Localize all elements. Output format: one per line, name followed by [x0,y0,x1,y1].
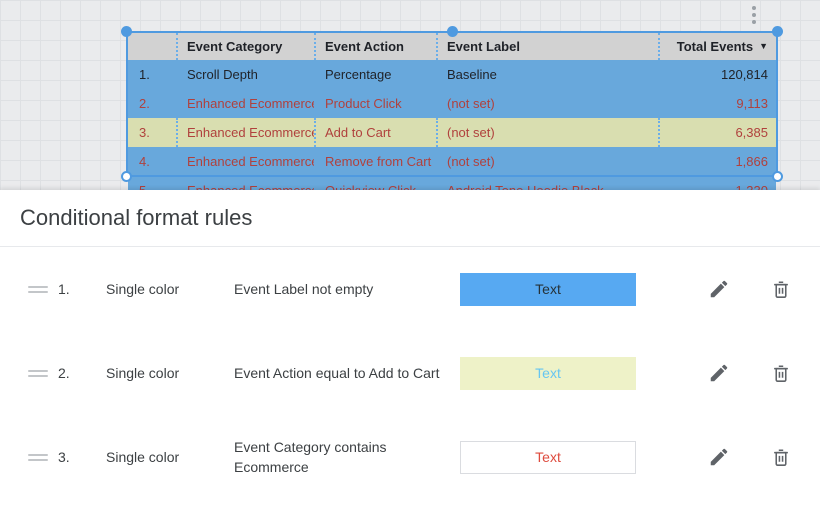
header-event-action[interactable]: Event Action [314,33,436,60]
cell-event-action: Remove from Cart [325,154,432,169]
cell-event-label: Baseline [447,67,497,82]
rule-condition: Event Action equal to Add to Cart [234,364,440,381]
rule-index: 1. [58,281,70,297]
cell-event-label: Android Tone Hoodie Black [436,176,658,190]
pencil-icon [710,280,728,298]
cell-row-number: 2. [139,96,150,111]
cell-total-events: 1,330 [658,176,776,190]
trash-icon [774,449,788,466]
cell-total-events: 6,385 [658,118,776,147]
cell-event-category: Scroll Depth [187,67,258,82]
panel-title: Conditional format rules [0,190,820,247]
cell-row-number: 3. [139,125,150,140]
cell-total-events: 120,814 [721,67,768,82]
rule-index: 3. [58,449,70,465]
cell-event-action: Percentage [325,67,392,82]
format-rule-row: 3. Single color Event Category contains … [0,415,820,499]
rule-color-swatch[interactable]: Text [460,440,636,474]
cell-event-category: Enhanced Ecommerce [176,118,314,147]
header-event-category[interactable]: Event Category [176,33,314,60]
header-total-events-label: Total Events [676,39,754,54]
report-canvas[interactable]: Event Category Event Action Event Label … [0,0,820,190]
trash-icon [774,281,788,298]
format-rule-row: 2. Single color Event Action equal to Ad… [0,331,820,415]
data-table[interactable]: Event Category Event Action Event Label … [128,33,776,190]
drag-handle-icon[interactable] [28,283,48,296]
drag-handle-icon[interactable] [28,367,48,380]
edit-rule-button[interactable] [708,362,730,384]
resize-handle-top-left[interactable] [121,26,132,37]
pencil-icon [710,364,728,382]
cell-event-category: Enhanced Ecommerce [176,176,314,190]
cell-event-category: Enhanced Ecommerce [187,96,314,111]
format-rule-row: 1. Single color Event Label not empty Te… [0,247,820,331]
trash-icon [774,365,788,382]
table-row[interactable]: 2. Enhanced Ecommerce Product Click (not… [128,89,776,118]
rule-type: Single color [106,365,180,381]
rule-condition: Event Label not empty [234,280,374,297]
delete-rule-button[interactable] [770,446,792,468]
more-options-kebab-icon[interactable] [749,6,759,32]
cell-event-label: (not set) [447,154,495,169]
rule-color-swatch[interactable]: Text [460,356,636,390]
resize-handle-top-middle[interactable] [447,26,458,37]
delete-rule-button[interactable] [770,278,792,300]
rule-color-swatch[interactable]: Text [460,272,636,306]
resize-handle-bottom-right[interactable] [772,171,783,182]
rule-index: 2. [58,365,70,381]
cell-event-label: (not set) [447,96,495,111]
sort-desc-icon: ▼ [759,41,768,51]
cell-event-category: Enhanced Ecommerce [187,154,314,169]
cell-event-action: Quickview Click [314,176,436,190]
table-header-row[interactable]: Event Category Event Action Event Label … [128,33,776,60]
conditional-format-panel: Conditional format rules 1. Single color… [0,190,820,524]
delete-rule-button[interactable] [770,362,792,384]
table-row[interactable]: 4. Enhanced Ecommerce Remove from Cart (… [128,147,776,176]
cell-row-number: 1. [139,67,150,82]
cell-total-events: 1,866 [735,154,768,169]
rule-type: Single color [106,281,180,297]
pencil-icon [710,448,728,466]
edit-rule-button[interactable] [708,278,730,300]
cell-total-events: 9,113 [736,96,768,111]
cell-row-number: 5. [128,176,176,190]
cell-event-action: Product Click [325,96,402,111]
rule-condition: Event Category contains Ecommerce [234,438,387,475]
cell-event-label: (not set) [436,118,658,147]
resize-handle-bottom-left[interactable] [121,171,132,182]
cell-event-action: Add to Cart [314,118,436,147]
rule-type: Single color [106,449,180,465]
resize-handle-top-right[interactable] [772,26,783,37]
header-event-label[interactable]: Event Label [436,33,658,60]
header-total-events[interactable]: Total Events ▼ [658,33,776,60]
cell-row-number: 4. [139,154,150,169]
table-row-highlighted[interactable]: 3. Enhanced Ecommerce Add to Cart (not s… [128,118,776,147]
edit-rule-button[interactable] [708,446,730,468]
header-row-number [128,33,176,60]
table-row[interactable]: 1. Scroll Depth Percentage Baseline 120,… [128,60,776,89]
drag-handle-icon[interactable] [28,451,48,464]
table-row-clipped[interactable]: 5. Enhanced Ecommerce Quickview Click An… [128,176,776,190]
